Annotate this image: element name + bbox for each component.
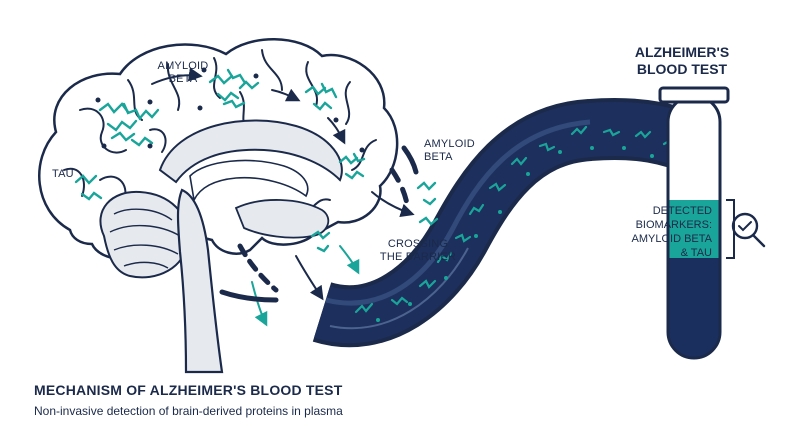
title-line: ALZHEIMER'S bbox=[634, 44, 730, 60]
vessel-proteins bbox=[354, 125, 674, 314]
temporal-lobe bbox=[234, 199, 330, 239]
blood-test-title: ALZHEIMER'S BLOOD TEST bbox=[612, 44, 752, 78]
label-tau: TAU bbox=[52, 168, 74, 181]
brain bbox=[38, 38, 399, 374]
magnifier-check-icon bbox=[731, 212, 766, 248]
vessel-protein-dots bbox=[376, 146, 654, 322]
title-line: BLOOD TEST bbox=[636, 61, 728, 77]
label-line: THE BARRIER bbox=[379, 251, 457, 263]
test-tube bbox=[658, 86, 735, 360]
diagram-subtitle: Non-invasive detection of brain-derived … bbox=[34, 404, 343, 418]
blood-brain-barrier bbox=[219, 145, 419, 303]
label-amyloid-beta-right: AMYLOID BETA bbox=[424, 138, 494, 164]
label-crossing-barrier: CROSSING THE BARRIER bbox=[372, 238, 464, 264]
label-amyloid-beta-top: AMYLOID BETA bbox=[148, 60, 218, 86]
blood-vessel bbox=[312, 97, 712, 348]
thalamus-outline bbox=[189, 159, 309, 203]
detected-line: DETECTED bbox=[652, 205, 712, 217]
arrow-icon bbox=[151, 67, 415, 327]
label-line: CROSSING bbox=[387, 238, 449, 250]
brainstem bbox=[176, 188, 224, 374]
detected-line: & TAU bbox=[680, 247, 712, 259]
diagram-title: MECHANISM OF ALZHEIMER'S BLOOD TEST bbox=[34, 382, 343, 398]
corpus-callosum bbox=[158, 119, 343, 184]
detected-line: BIOMARKERS: bbox=[635, 219, 712, 231]
protein-cluster-icon bbox=[74, 68, 439, 253]
label-line: TAU bbox=[52, 168, 74, 180]
label-line: BETA bbox=[424, 151, 453, 163]
label-line: AMYLOID bbox=[157, 60, 209, 72]
detected-line: AMYLOID BETA bbox=[631, 233, 712, 245]
label-line: BETA bbox=[168, 73, 198, 85]
detected-biomarkers-label: DETECTED BIOMARKERS: AMYLOID BETA & TAU bbox=[588, 204, 712, 260]
label-line: AMYLOID bbox=[424, 138, 475, 150]
cerebellum bbox=[99, 190, 190, 279]
